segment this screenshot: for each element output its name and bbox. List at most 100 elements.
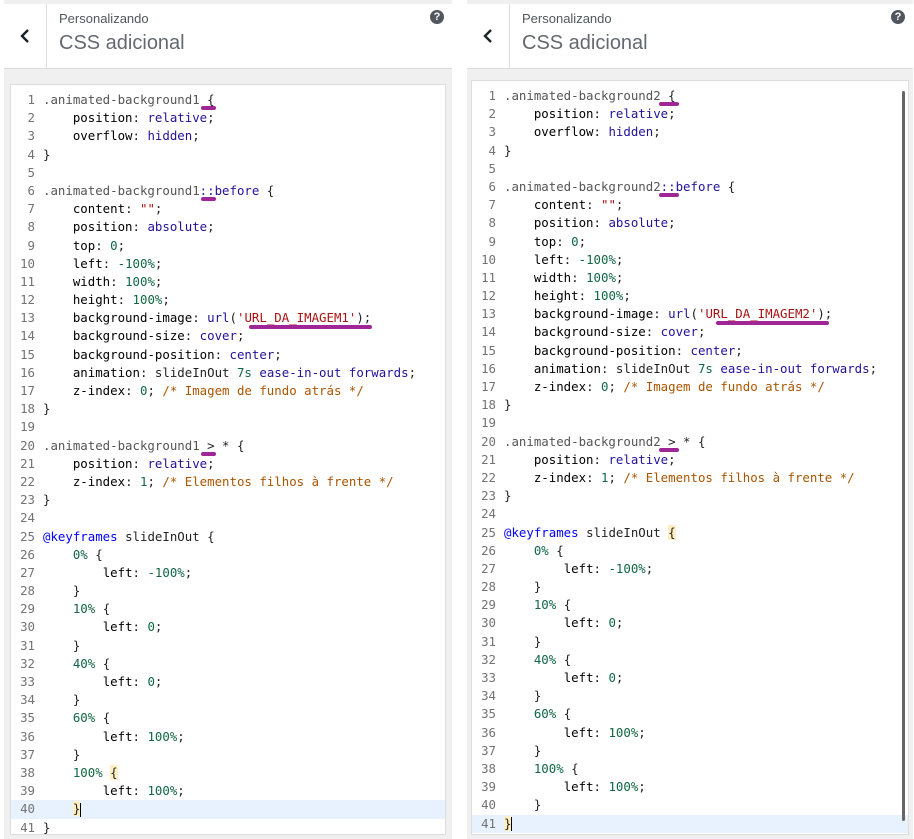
code-line[interactable]: 23}	[11, 491, 445, 509]
back-button[interactable]	[467, 4, 510, 68]
code-line[interactable]: 36 left: 100%;	[472, 724, 908, 742]
code-line[interactable]: 31 }	[11, 637, 445, 655]
code-line[interactable]: 15 background-position: center;	[11, 346, 445, 364]
code-line[interactable]: 22 z-index: 1; /* Elementos filhos à fre…	[11, 473, 445, 491]
code-line[interactable]: 37 }	[11, 746, 445, 764]
code-line[interactable]: 15 background-position: center;	[472, 342, 908, 360]
code-line[interactable]: 41}	[11, 819, 445, 835]
code-line[interactable]: 17 z-index: 0; /* Imagem de fundo atrás …	[472, 378, 908, 396]
code-line[interactable]: 7 content: "";	[11, 200, 445, 218]
code-line[interactable]: 29 10% {	[11, 600, 445, 618]
code-line[interactable]: 26 0% {	[472, 542, 908, 560]
code-line[interactable]: 10 left: -100%;	[472, 251, 908, 269]
code-line[interactable]: 6.animated-background1::before {	[11, 182, 445, 200]
code-line[interactable]: 16 animation: slideInOut 7s ease-in-out …	[472, 360, 908, 378]
code-line[interactable]: 30 left: 0;	[472, 614, 908, 632]
code-line[interactable]: 4}	[472, 142, 908, 160]
code-line[interactable]: 18}	[472, 396, 908, 414]
code-line[interactable]: 36 left: 100%;	[11, 728, 445, 746]
code-line[interactable]: 28 }	[472, 578, 908, 596]
code-token: ;	[147, 383, 163, 398]
help-icon[interactable]: ?	[891, 10, 905, 24]
code-line[interactable]: 33 left: 0;	[472, 669, 908, 687]
code-line[interactable]: 18}	[11, 400, 445, 418]
code-line[interactable]: 40 }	[472, 796, 908, 814]
code-line[interactable]: 37 }	[472, 742, 908, 760]
code-line[interactable]: 34 }	[472, 687, 908, 705]
code-line[interactable]: 26 0% {	[11, 546, 445, 564]
line-number: 11	[20, 273, 35, 289]
line-number: 25	[481, 524, 496, 540]
code-line[interactable]: 27 left: -100%;	[11, 564, 445, 582]
code-line[interactable]: 14 background-size: cover;	[11, 327, 445, 345]
code-line[interactable]: 21 position: relative;	[472, 451, 908, 469]
code-line[interactable]: 35 60% {	[11, 709, 445, 727]
code-line[interactable]: 9 top: 0;	[472, 233, 908, 251]
code-line[interactable]: 23}	[472, 487, 908, 505]
code-line[interactable]: 7 content: "";	[472, 196, 908, 214]
css-code-editor[interactable]: 1.animated-background1 {2 position: rela…	[10, 84, 446, 835]
code-line[interactable]: 22 z-index: 1; /* Elementos filhos à fre…	[472, 469, 908, 487]
editor-scrollbar[interactable]	[902, 91, 905, 821]
code-line[interactable]: 40 }	[11, 800, 445, 819]
code-line[interactable]: 13 background-image: url('URL_DA_IMAGEM2…	[472, 305, 908, 323]
code-line[interactable]: 2 position: relative;	[11, 109, 445, 127]
code-token: :	[593, 106, 609, 122]
code-line[interactable]: 14 background-size: cover;	[472, 323, 908, 341]
code-line[interactable]: 30 left: 0;	[11, 618, 445, 636]
code-line[interactable]: 20.animated-background1 > * {	[11, 437, 445, 455]
code-line[interactable]: 16 animation: slideInOut 7s ease-in-out …	[11, 364, 445, 382]
code-line[interactable]: 28 }	[11, 582, 445, 600]
help-icon[interactable]: ?	[430, 10, 444, 24]
code-line[interactable]: 1.animated-background1 {	[11, 91, 445, 109]
code-token: animation	[533, 360, 601, 376]
code-line[interactable]: 38 100% {	[11, 764, 445, 782]
line-number: 26	[20, 546, 35, 562]
code-line[interactable]: 34 }	[11, 691, 445, 709]
code-line[interactable]: 19	[472, 414, 908, 432]
code-line[interactable]: 3 overflow: hidden;	[472, 123, 908, 141]
code-line[interactable]: 33 left: 0;	[11, 673, 445, 691]
code-line[interactable]: 10 left: -100%;	[11, 255, 445, 273]
code-line[interactable]: 13 background-image: url('URL_DA_IMAGEM1…	[11, 309, 445, 327]
code-line[interactable]: 24	[11, 509, 445, 527]
code-line[interactable]: 17 z-index: 0; /* Imagem de fundo atrás …	[11, 382, 445, 400]
code-line[interactable]: 29 10% {	[472, 596, 908, 614]
code-line[interactable]: 32 40% {	[472, 651, 908, 669]
code-line[interactable]: 20.animated-background2 > * {	[472, 433, 908, 451]
code-line[interactable]: 2 position: relative;	[472, 105, 908, 123]
code-line[interactable]: 6.animated-background2::before {	[472, 178, 908, 196]
line-number: 36	[20, 728, 35, 744]
code-line[interactable]: 5	[11, 164, 445, 182]
code-line[interactable]: 5	[472, 160, 908, 178]
code-line[interactable]: 41}	[472, 814, 908, 833]
code-line[interactable]: 12 height: 100%;	[472, 287, 908, 305]
css-code-editor[interactable]: 1.animated-background2 {2 position: rela…	[471, 80, 909, 835]
code-line[interactable]: 21 position: relative;	[11, 455, 445, 473]
code-line[interactable]: 24	[472, 505, 908, 523]
code-line[interactable]: 8 position: absolute;	[472, 214, 908, 232]
code-line[interactable]: 39 left: 100%;	[472, 778, 908, 796]
code-line[interactable]: 27 left: -100%;	[472, 560, 908, 578]
code-line[interactable]: 19	[11, 418, 445, 436]
code-line[interactable]: 11 width: 100%;	[11, 273, 445, 291]
code-line[interactable]: 38 100% {	[472, 760, 908, 778]
code-line[interactable]: 1.animated-background2 {	[472, 87, 908, 105]
code-line[interactable]: 32 40% {	[11, 655, 445, 673]
code-line[interactable]: 35 60% {	[472, 705, 908, 723]
header-subtitle: Personalizando	[522, 11, 612, 26]
code-line[interactable]: 8 position: absolute;	[11, 218, 445, 236]
code-token: 0	[600, 379, 609, 394]
code-line[interactable]: 25@keyframes slideInOut {	[11, 528, 445, 546]
code-line[interactable]: 31 }	[472, 633, 908, 651]
code-line[interactable]: 39 left: 100%;	[11, 782, 445, 800]
code-line[interactable]: 4}	[11, 146, 445, 164]
back-button[interactable]	[4, 4, 47, 68]
code-line[interactable]: 3 overflow: hidden;	[11, 127, 445, 145]
code-token: 10%	[533, 597, 557, 613]
code-line[interactable]: 9 top: 0;	[11, 237, 445, 255]
code-line[interactable]: 12 height: 100%;	[11, 291, 445, 309]
code-token: z-index	[533, 379, 587, 394]
code-line[interactable]: 11 width: 100%;	[472, 269, 908, 287]
code-line[interactable]: 25@keyframes slideInOut {	[472, 524, 908, 542]
